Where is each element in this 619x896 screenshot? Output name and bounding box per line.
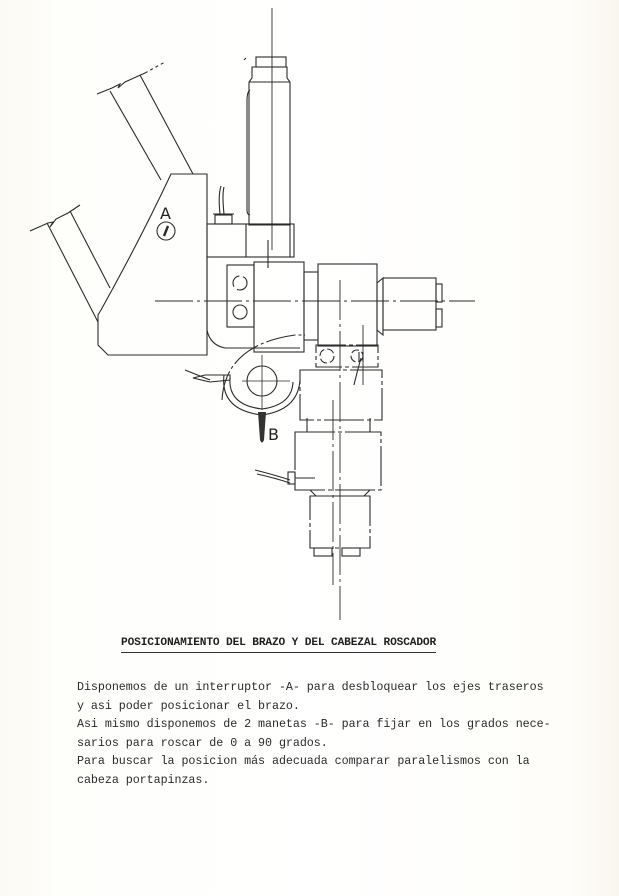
section-title: POSICIONAMIENTO DEL BRAZO Y DEL CABEZAL … — [121, 636, 436, 653]
column-base-block — [206, 185, 295, 258]
body-line-1: Disponemos de un interruptor -A- para de… — [77, 680, 544, 694]
label-A: A — [160, 204, 171, 223]
lever-B-icon — [258, 412, 266, 443]
section-body: Disponemos de un interruptor -A- para de… — [77, 678, 557, 790]
main-body-block: A — [97, 173, 208, 356]
body-line-2: y asi poder posicionar el brazo. — [77, 698, 300, 713]
body-line-3: Asi mismo disponemos de 2 manetas -B- pa… — [77, 717, 551, 732]
bottom-motor — [309, 400, 371, 585]
rear-arm-upper — [96, 61, 194, 181]
right-housing — [317, 263, 378, 620]
technical-drawing: A — [29, 8, 475, 620]
right-motor — [376, 276, 443, 337]
rotary-disk: B — [184, 334, 305, 444]
lower-switch-plate — [299, 344, 383, 421]
arm-and-tapping-head-diagram: A — [29, 8, 475, 620]
switch-A-icon — [156, 221, 176, 241]
rear-arm-lower — [29, 204, 111, 323]
upper-column — [243, 56, 291, 226]
lower-block — [254, 418, 382, 491]
body-line-5: Para buscar la posicion más adecuada com… — [77, 754, 530, 769]
body-line-4: sarios para roscar de 0 a 90 grados. — [77, 735, 328, 750]
body-line-6: cabeza portapinzas. — [77, 772, 210, 787]
label-B: B — [268, 425, 279, 444]
